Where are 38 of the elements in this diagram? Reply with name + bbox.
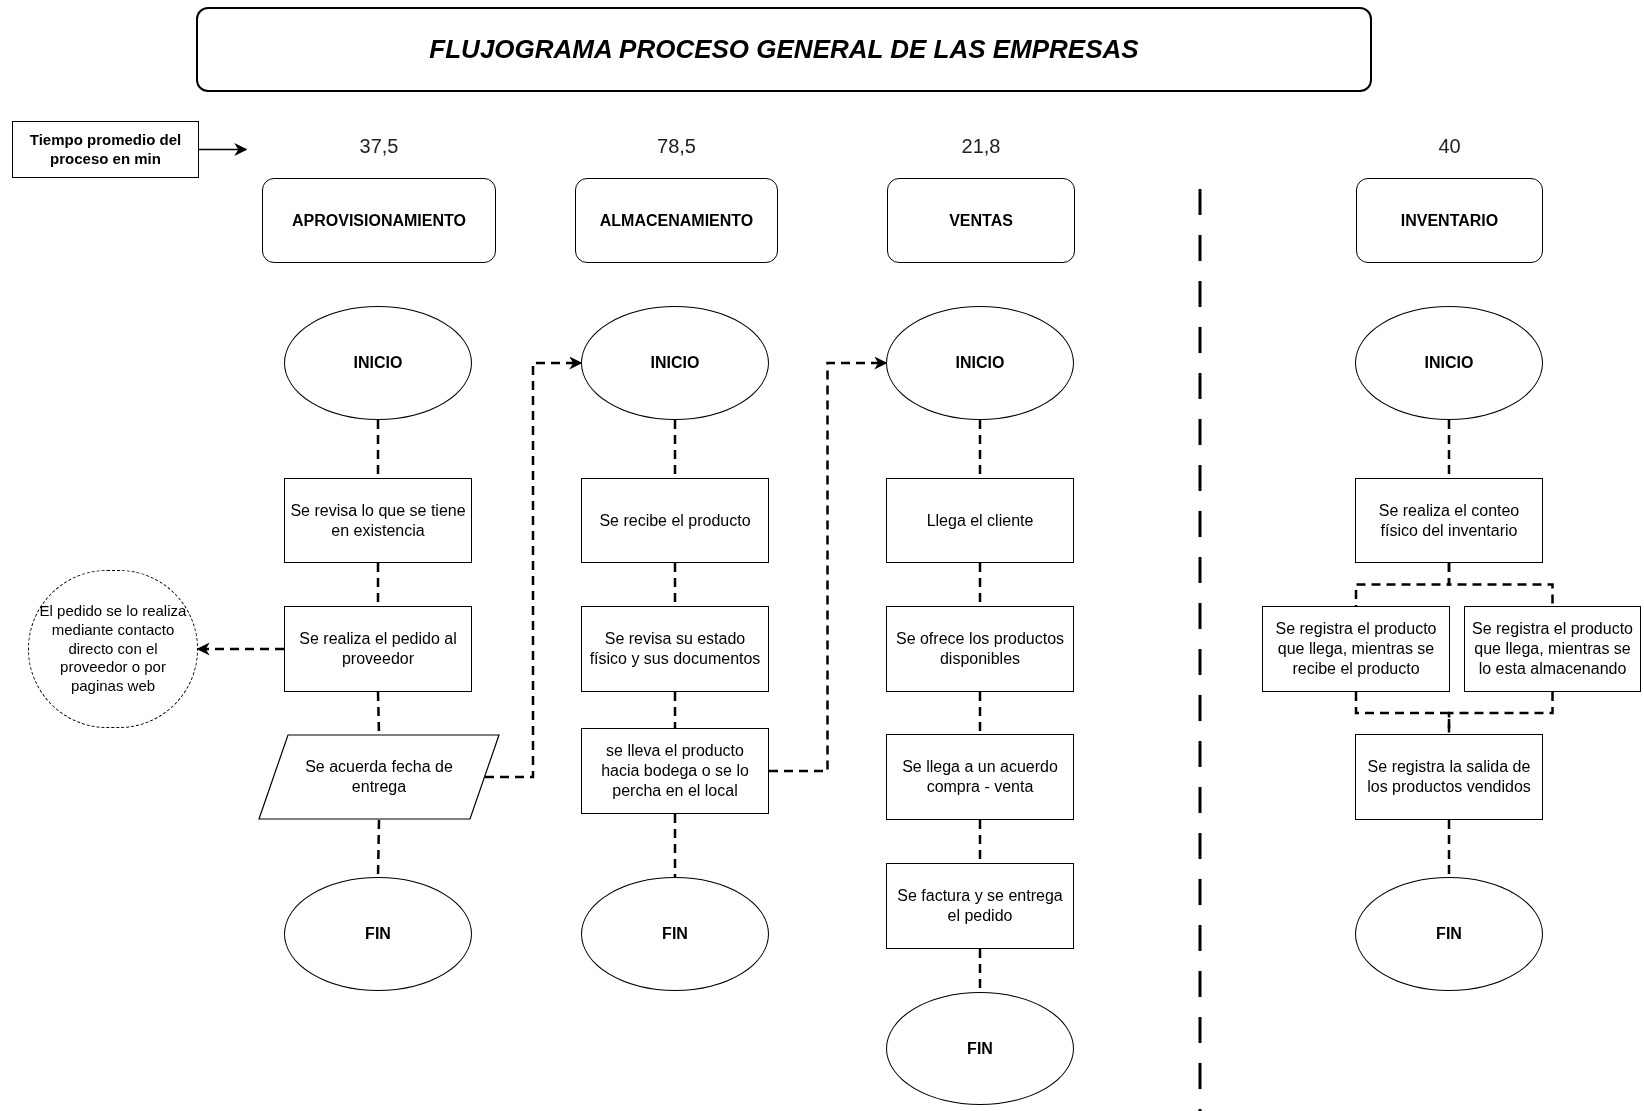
- time-value: 40: [1437, 134, 1462, 159]
- arrow: [485, 356, 583, 779]
- arrow: [198, 143, 248, 156]
- title-box: FLUJOGRAMA PROCESO GENERAL DE LAS EMPRESAS: [196, 7, 1372, 92]
- connector-line: [1447, 820, 1451, 877]
- connector-line: [673, 692, 677, 728]
- arrow: [769, 356, 888, 773]
- process-box: Se realiza el pedido al proveedor: [284, 606, 472, 692]
- process-box: se lleva el producto hacia bodega o se lo percha en el local: [581, 728, 769, 814]
- process-box: Se registra el producto que llega, mientras se recibe el producto: [1262, 606, 1450, 692]
- arrow: [196, 642, 284, 656]
- data-parallelogram: Se acuerda fecha de entrega: [258, 734, 500, 820]
- connector-line: [1447, 692, 1554, 734]
- terminal-ellipse: FIN: [581, 877, 769, 991]
- process-box: Se ofrece los productos disponibles: [886, 606, 1074, 692]
- process-box: Se revisa su estado físico y sus documentos: [581, 606, 769, 692]
- terminal-ellipse: INICIO: [581, 306, 769, 420]
- terminal-ellipse: INICIO: [1355, 306, 1543, 420]
- process-box: Se revisa lo que se tiene en existencia: [284, 478, 472, 563]
- terminal-ellipse: FIN: [1355, 877, 1543, 991]
- process-box: Llega el cliente: [886, 478, 1074, 563]
- terminal-ellipse: INICIO: [284, 306, 472, 420]
- time-value: 21,8: [960, 134, 1002, 159]
- process-box: Se registra la salida de los productos vendidos: [1355, 734, 1543, 820]
- process-box: Se recibe el producto: [581, 478, 769, 563]
- process-box: Se factura y se entrega el pedido: [886, 863, 1074, 949]
- process-box: Se registra el producto que llega, mientras se lo esta almacenando: [1464, 606, 1641, 692]
- connector-line: [978, 692, 982, 734]
- time-value: 37,5: [358, 134, 400, 159]
- note-box: Tiempo promedio del proceso en min: [12, 121, 199, 178]
- process-box: Se llega a un acuerdo compra - venta: [886, 734, 1074, 820]
- connector-line: [1447, 563, 1554, 606]
- terminal-ellipse: INICIO: [886, 306, 1074, 420]
- time-value: 78,5: [656, 134, 697, 159]
- terminal-ellipse: FIN: [886, 992, 1074, 1105]
- terminal-ellipse: FIN: [284, 877, 472, 991]
- connector-line: [673, 814, 677, 877]
- process-box: Se realiza el conteo físico del inventario: [1355, 478, 1543, 563]
